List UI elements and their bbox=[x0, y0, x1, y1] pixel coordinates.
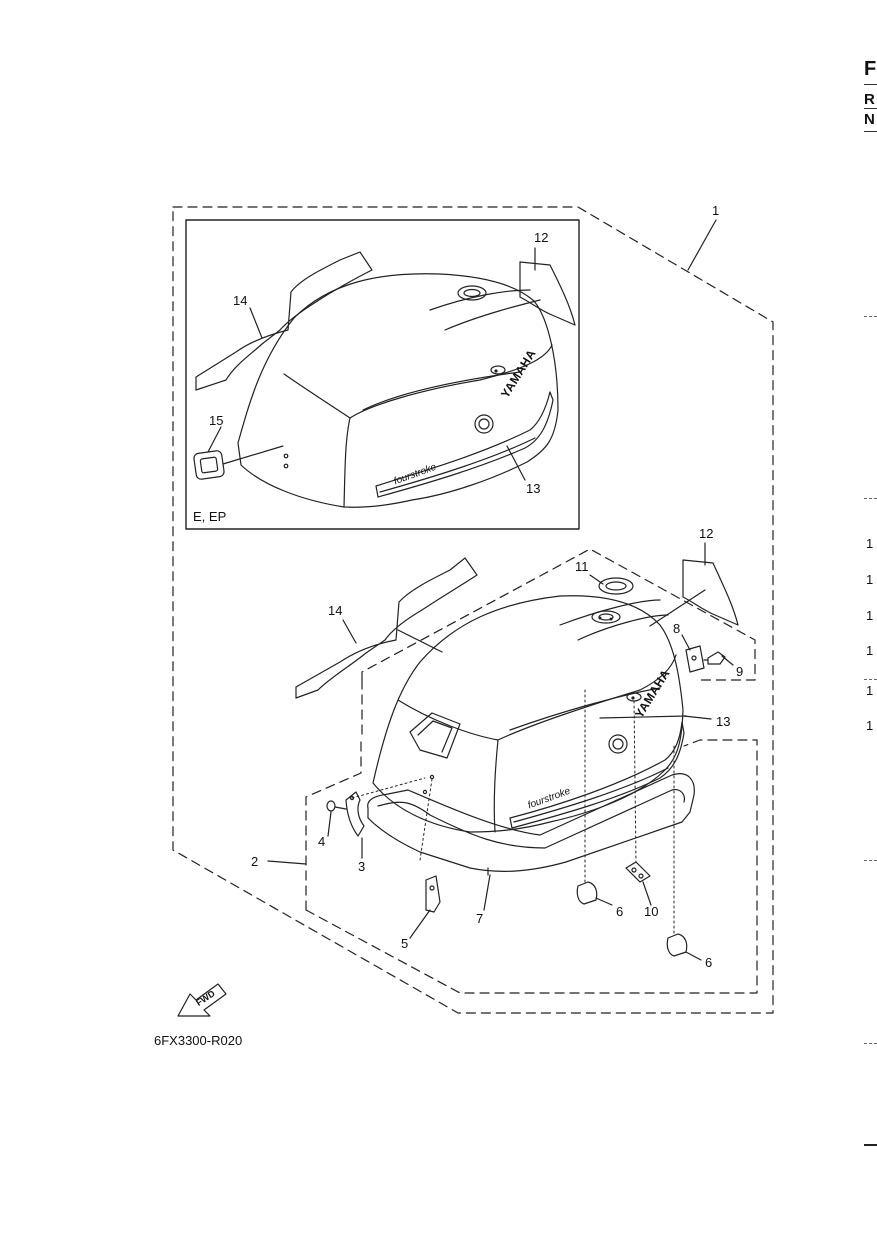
part-4 bbox=[326, 800, 336, 812]
header-row-r: R bbox=[864, 91, 875, 108]
part-11 bbox=[598, 577, 634, 595]
part-9 bbox=[707, 651, 726, 665]
header-rule bbox=[864, 108, 877, 109]
margin-row: 1 bbox=[866, 608, 874, 623]
part-8 bbox=[685, 645, 705, 673]
callout-10: 10 bbox=[644, 904, 659, 919]
margin-row: 1 bbox=[866, 718, 874, 733]
subassembly-2-boundary bbox=[305, 739, 362, 911]
fwd-arrow-icon bbox=[177, 983, 227, 1017]
inset-box bbox=[185, 219, 580, 530]
header-rule bbox=[864, 84, 877, 85]
callout-13-inset: 13 bbox=[526, 481, 541, 496]
callout-4: 4 bbox=[318, 834, 326, 849]
subassembly-upper-boundary bbox=[361, 548, 756, 681]
margin-divider bbox=[864, 860, 877, 861]
callout-7: 7 bbox=[476, 911, 484, 926]
page-section-letter: F bbox=[864, 58, 877, 80]
drawing-code: 6FX3300-R020 bbox=[154, 1033, 243, 1048]
margin-divider bbox=[864, 498, 877, 499]
part-12 bbox=[682, 559, 739, 626]
part-5 bbox=[425, 875, 441, 913]
callout-9: 9 bbox=[736, 664, 744, 679]
assembly-1-boundary bbox=[172, 206, 774, 1014]
margin-row: 1 bbox=[866, 536, 874, 551]
inset-top-cowling bbox=[237, 273, 559, 508]
inset-part-12 bbox=[519, 261, 576, 326]
margin-divider bbox=[864, 1043, 877, 1044]
margin-divider bbox=[864, 679, 877, 680]
part-6a bbox=[576, 881, 598, 905]
air-intake bbox=[409, 712, 461, 759]
callout-15: 15 bbox=[209, 413, 224, 428]
callout-14-inset: 14 bbox=[233, 293, 248, 308]
callout-6a: 6 bbox=[616, 904, 624, 919]
main-top-cowling bbox=[372, 595, 685, 833]
part-6b bbox=[666, 933, 688, 957]
callout-8: 8 bbox=[673, 621, 681, 636]
margin-row: 1 bbox=[866, 572, 874, 587]
inset-variant-label: E, EP bbox=[193, 509, 227, 524]
callout-12-inset: 12 bbox=[534, 230, 549, 245]
callout-12-main: 12 bbox=[699, 526, 714, 541]
callout-11: 11 bbox=[575, 559, 589, 574]
margin-row: 1 bbox=[866, 643, 874, 658]
callout-14-main: 14 bbox=[328, 603, 343, 618]
callout-6b: 6 bbox=[705, 955, 713, 970]
part-3 bbox=[345, 791, 365, 837]
margin-row: 1 bbox=[866, 683, 874, 698]
header-row-n: N bbox=[864, 111, 875, 128]
callout-3: 3 bbox=[358, 859, 366, 874]
part-7-seal bbox=[367, 773, 695, 872]
inset-part-14 bbox=[195, 251, 373, 391]
header-rule bbox=[864, 131, 877, 132]
inset-part-15 bbox=[193, 450, 225, 480]
part-10 bbox=[625, 861, 651, 883]
margin-divider bbox=[864, 316, 877, 317]
callout-1: 1 bbox=[712, 203, 720, 218]
callout-5: 5 bbox=[401, 936, 409, 951]
callout-13-main: 13 bbox=[716, 714, 731, 729]
part-14 bbox=[295, 557, 478, 699]
callout-2: 2 bbox=[251, 854, 259, 869]
margin-end-rule bbox=[864, 1144, 877, 1146]
